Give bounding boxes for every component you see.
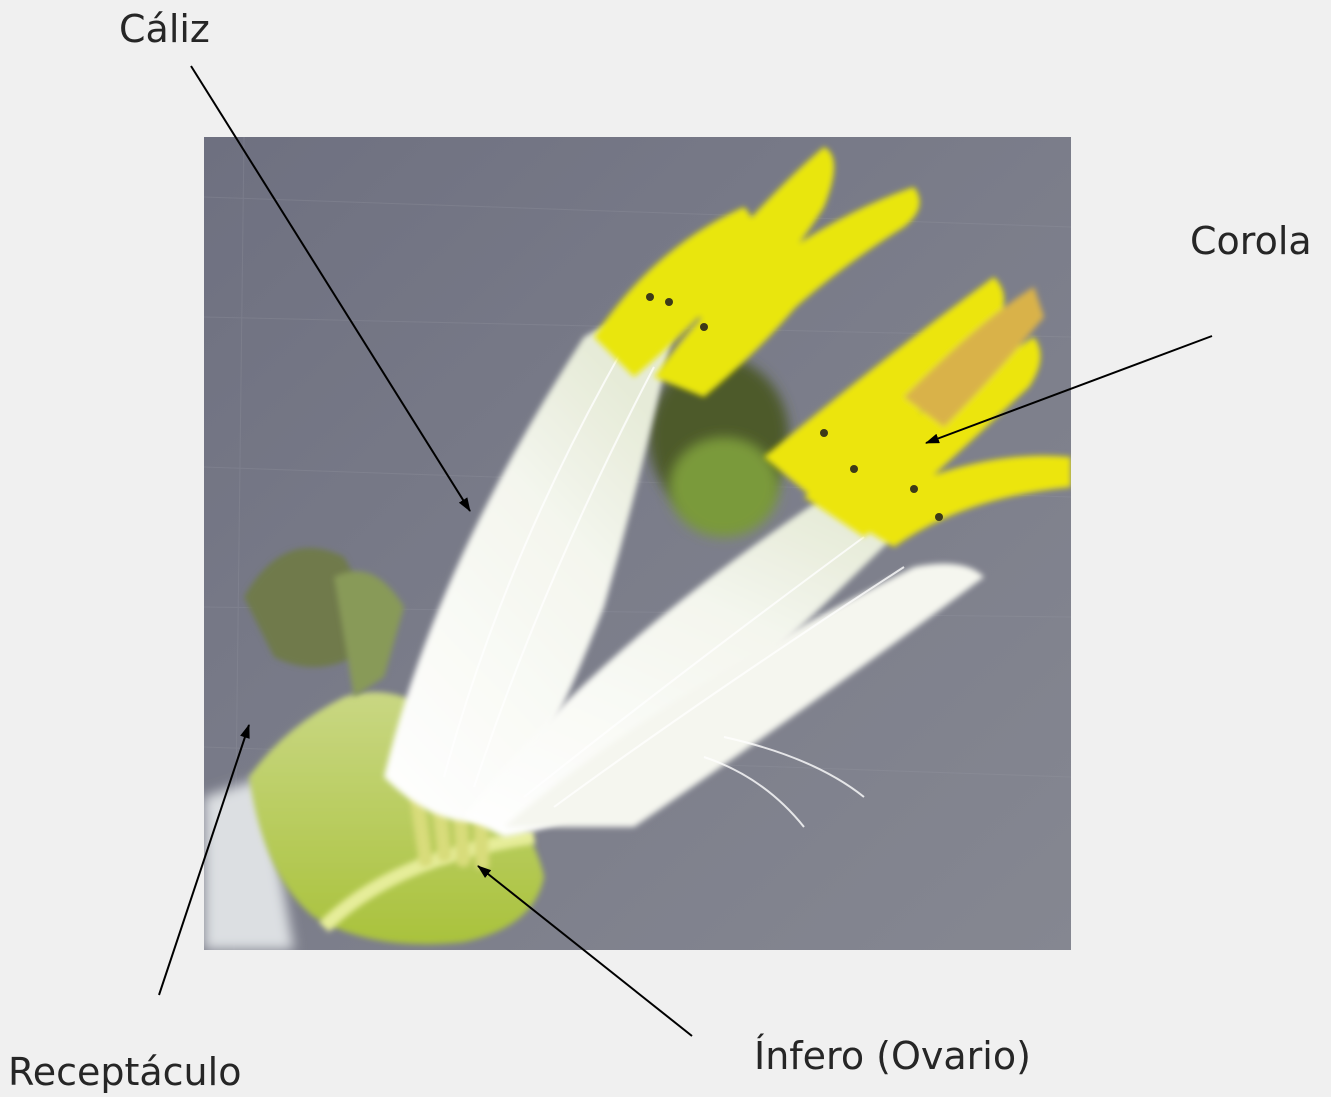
flower-photo [204,137,1071,950]
corola-label: Corola [1190,222,1312,260]
infero-ovario-label: Ínfero (Ovario) [754,1037,1031,1075]
receptaculo-label: Receptáculo [8,1053,241,1091]
caliz-label: Cáliz [119,10,210,48]
